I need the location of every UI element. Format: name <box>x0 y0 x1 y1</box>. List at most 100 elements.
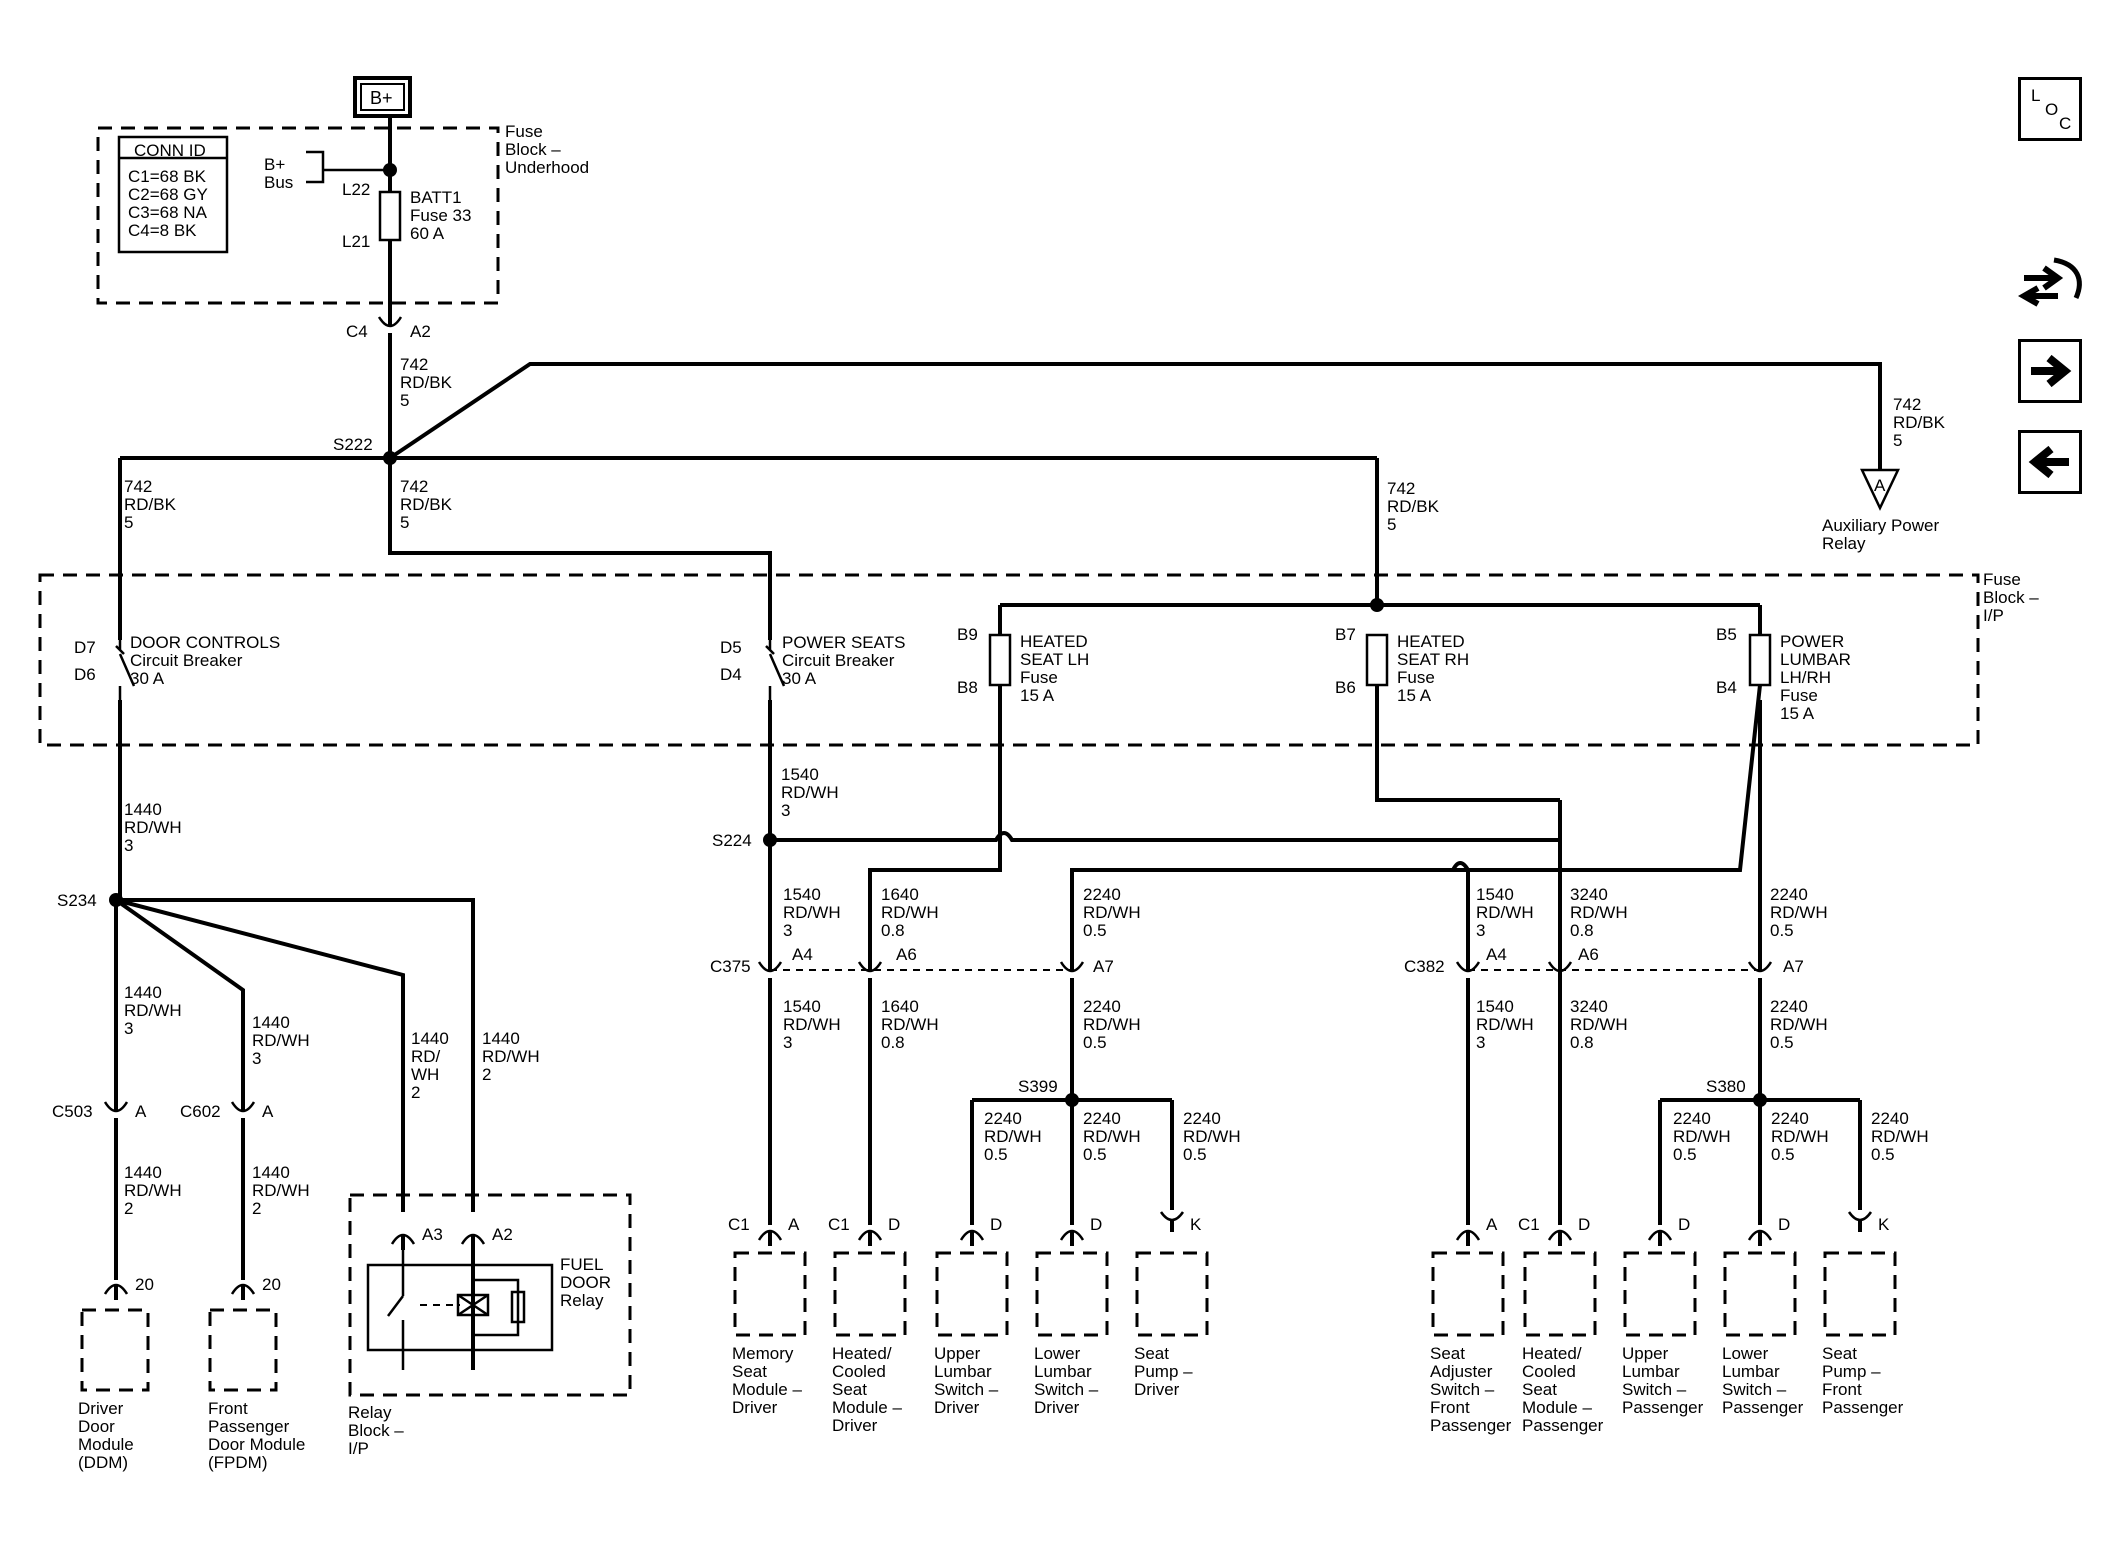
wire-heated-rh-out <box>1375 685 1560 802</box>
wire-2240-c375-low-line-2: 0.5 <box>1083 1033 1107 1052</box>
wire-3240-c382-low-line-0: 3240 <box>1570 997 1608 1016</box>
wire-1640-c375-low-line-2: 0.8 <box>881 1033 905 1052</box>
b-plus-label: B+ <box>370 88 393 108</box>
wire-2240-pump-driver-line-0: 2240 <box>1183 1109 1221 1128</box>
wire-3240-c382-top-line-2: 0.8 <box>1570 921 1594 940</box>
batt1-fuse-label-line-0: BATT1 <box>410 188 462 207</box>
c382-pin-0 <box>1455 961 1481 973</box>
door-cb-label-line-1: Circuit Breaker <box>130 651 243 670</box>
upper_driver-label-line-2: Switch – <box>934 1380 999 1399</box>
lumbar-label-line-0: POWER <box>1780 632 1844 651</box>
fpdm-box <box>208 1308 278 1392</box>
conn-id-row: C3=68 NA <box>128 203 208 222</box>
wire-1440-branches <box>114 898 475 1212</box>
heated_pass-c1-label: C1 <box>1518 1215 1540 1234</box>
wire-1540-c375-low-line-2: 3 <box>783 1033 792 1052</box>
wire-3240-c382-low-line-1: RD/WH <box>1570 1015 1628 1034</box>
lower_pass-label-line-0: Lower <box>1722 1344 1769 1363</box>
fpdm-label-line-1: Passenger <box>208 1417 290 1436</box>
wire-1440-fpdm-line-2: 3 <box>252 1049 261 1068</box>
wire-1440-fpdm-low-line-2: 2 <box>252 1199 261 1218</box>
wire-1540-c375-top-line-1: RD/WH <box>783 903 841 922</box>
previous-arrow-button[interactable] <box>2018 430 2082 494</box>
heated-lh-label-line-0: HEATED <box>1020 632 1088 651</box>
wire-1540-c375-low-line-0: 1540 <box>783 997 821 1016</box>
wire-1440-fpdm-line-1: RD/WH <box>252 1031 310 1050</box>
lower_pass-box <box>1723 1251 1797 1337</box>
next-arrow-icon <box>2031 354 2072 388</box>
wire-1540-c382-top-line-2: 3 <box>1476 921 1485 940</box>
wire-2240-lower-pass-line-2: 0.5 <box>1771 1145 1795 1164</box>
wire-3240-c382-top-line-1: RD/WH <box>1570 903 1628 922</box>
wire-2240-c382-low-line-0: 2240 <box>1770 997 1808 1016</box>
relay-coil-x <box>457 1293 489 1317</box>
underhood-title-line-2: Underhood <box>505 158 589 177</box>
ddm-label-line-2: Module <box>78 1435 134 1454</box>
lower_driver-pin <box>1059 1229 1085 1241</box>
heated_pass-label-line-3: Module – <box>1522 1398 1592 1417</box>
wire-2240-c382-top-line-0: 2240 <box>1770 885 1808 904</box>
heated-lh-label-line-2: Fuse <box>1020 668 1058 687</box>
lumbar-label-line-1: LUMBAR <box>1780 650 1851 669</box>
pump_pass-label-line-2: Front <box>1822 1380 1862 1399</box>
wire-1640-c375-top-line-1: RD/WH <box>881 903 939 922</box>
seats-cb-label-line-0: POWER SEATS <box>782 633 905 652</box>
wire-742-door-line-0: 742 <box>124 477 152 496</box>
wire-lumbar-out <box>1560 684 1762 872</box>
wire-742-aux-line-0: 742 <box>1893 395 1921 414</box>
ddm-pin-label: 20 <box>135 1275 154 1294</box>
heated-rh-label-line-0: HEATED <box>1397 632 1465 651</box>
pump_driver-pin-label: K <box>1190 1215 1202 1234</box>
heated-lh-pin-out: B8 <box>957 678 978 697</box>
wire-2240-upper-driver-line-0: 2240 <box>984 1109 1022 1128</box>
memory-c1-label: C1 <box>728 1215 750 1234</box>
wire-1540-c375-low-line-1: RD/WH <box>783 1015 841 1034</box>
wire-2240-upper-pass-line-2: 0.5 <box>1673 1145 1697 1164</box>
fuel-door-relay <box>366 1263 554 1352</box>
upper_pass-label-line-3: Passenger <box>1622 1398 1704 1417</box>
pump_pass-label-line-0: Seat <box>1822 1344 1857 1363</box>
wire-c-lower <box>768 978 1762 1225</box>
pump_pass-box <box>1823 1251 1897 1337</box>
schematic-flow-icon[interactable] <box>2017 250 2088 320</box>
c4-label: C4 <box>346 322 368 341</box>
s380-label: S380 <box>1706 1077 1746 1096</box>
adjuster_pass-label-line-4: Passenger <box>1430 1416 1512 1435</box>
c375-label: C375 <box>710 957 751 976</box>
wire-742-top-line-1: RD/BK <box>400 373 453 392</box>
c375-a7: A7 <box>1093 957 1114 976</box>
wire-2240-c375-top-line-0: 2240 <box>1083 885 1121 904</box>
lumbar-label-line-3: Fuse <box>1780 686 1818 705</box>
wire-1440-relay-a2-line-2: 2 <box>482 1065 491 1084</box>
memory-pin <box>757 1229 783 1241</box>
next-arrow-button[interactable] <box>2018 339 2082 403</box>
relay-a2-label: A2 <box>492 1225 513 1244</box>
lower_driver-label-line-0: Lower <box>1034 1344 1081 1363</box>
adjuster_pass-pin <box>1455 1229 1481 1241</box>
heated_pass-label-line-1: Cooled <box>1522 1362 1576 1381</box>
c602-pin: A <box>262 1102 274 1121</box>
b-plus-bus-line-0: B+ <box>264 155 285 174</box>
c602-label: C602 <box>180 1102 221 1121</box>
ip-title-line-1: Block – <box>1983 588 2039 607</box>
wire-742-aux-line-1: RD/BK <box>1893 413 1946 432</box>
wire-2240-pump-pass-line-1: RD/WH <box>1871 1127 1929 1146</box>
adjuster_pass-label-line-3: Front <box>1430 1398 1470 1417</box>
loc-letter-l: L <box>2031 86 2041 105</box>
pump_driver-box <box>1135 1251 1209 1337</box>
bus-bracket <box>306 150 325 184</box>
fpdm-label-line-2: Door Module <box>208 1435 305 1454</box>
adjuster_pass-label-line-1: Adjuster <box>1430 1362 1493 1381</box>
wire-1440-door-line-2: 3 <box>124 836 133 855</box>
relay-block-label-line-0: Relay <box>348 1403 392 1422</box>
s399-branches <box>970 1098 1174 1225</box>
loc-button[interactable]: L O C <box>2018 77 2082 141</box>
upper_driver-pin <box>959 1229 985 1241</box>
upper_pass-pin <box>1647 1229 1673 1241</box>
heated_pass-box <box>1523 1251 1597 1337</box>
wire-1640-c375-top-line-0: 1640 <box>881 885 919 904</box>
pump_pass-pin-label: K <box>1878 1215 1890 1234</box>
ddm-label-line-0: Driver <box>78 1399 124 1418</box>
lumbar-pin-in: B5 <box>1716 625 1737 644</box>
